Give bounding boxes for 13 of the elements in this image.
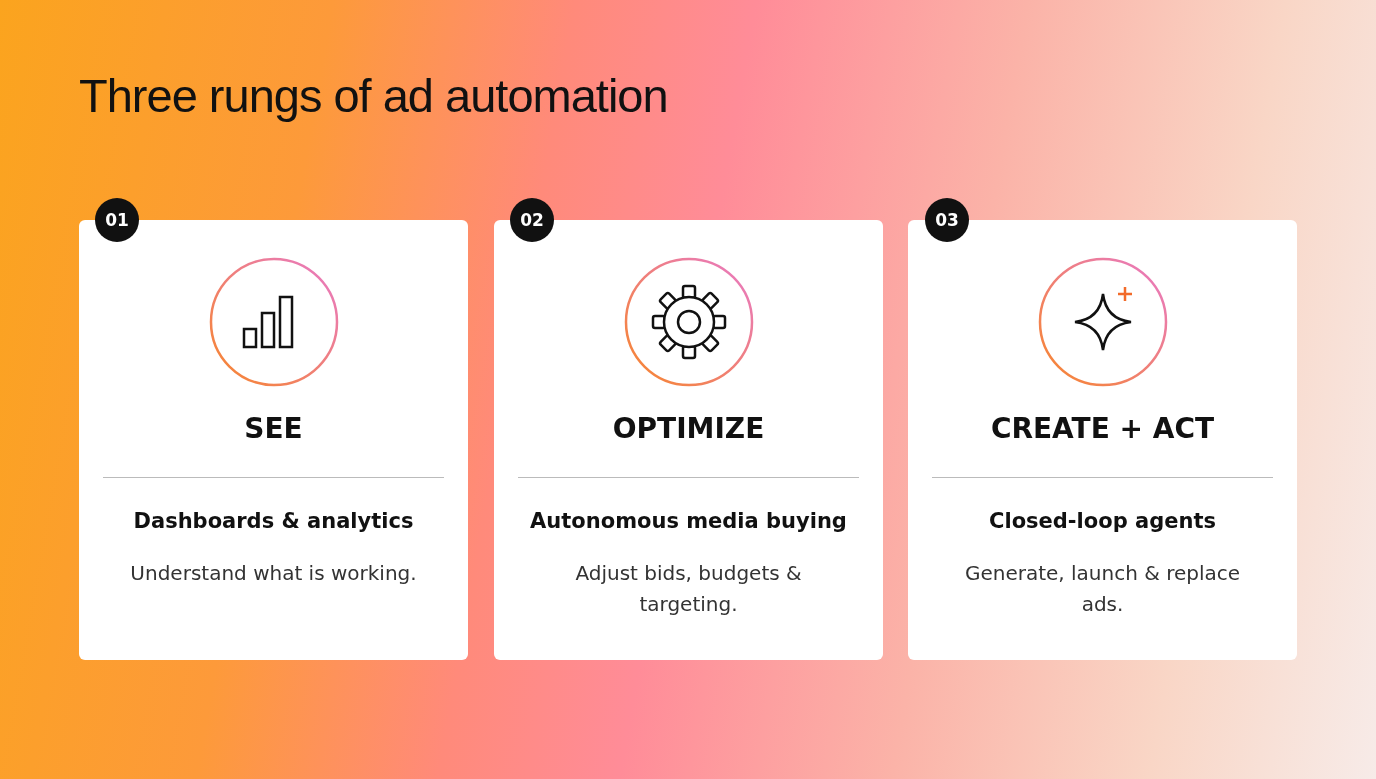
card-heading: SEE bbox=[243, 412, 304, 445]
card-description: Adjust bids, budgets & targeting. bbox=[574, 560, 803, 618]
card-subheading: Dashboards & analytics bbox=[132, 509, 415, 533]
number-badge: 03 bbox=[925, 198, 969, 242]
card-description: Generate, launch & replace ads. bbox=[963, 560, 1242, 618]
card-subheading: Autonomous media buying bbox=[529, 509, 848, 533]
number-badge: 02 bbox=[510, 198, 554, 242]
title: Three rungs of ad automation bbox=[79, 68, 668, 123]
card-description: Understand what is working. bbox=[129, 560, 418, 587]
card-heading: OPTIMIZE bbox=[611, 412, 766, 445]
card-heading: CREATE + ACT bbox=[989, 412, 1216, 445]
number-badge: 01 bbox=[95, 198, 139, 242]
card-subheading: Closed-loop agents bbox=[988, 509, 1217, 533]
